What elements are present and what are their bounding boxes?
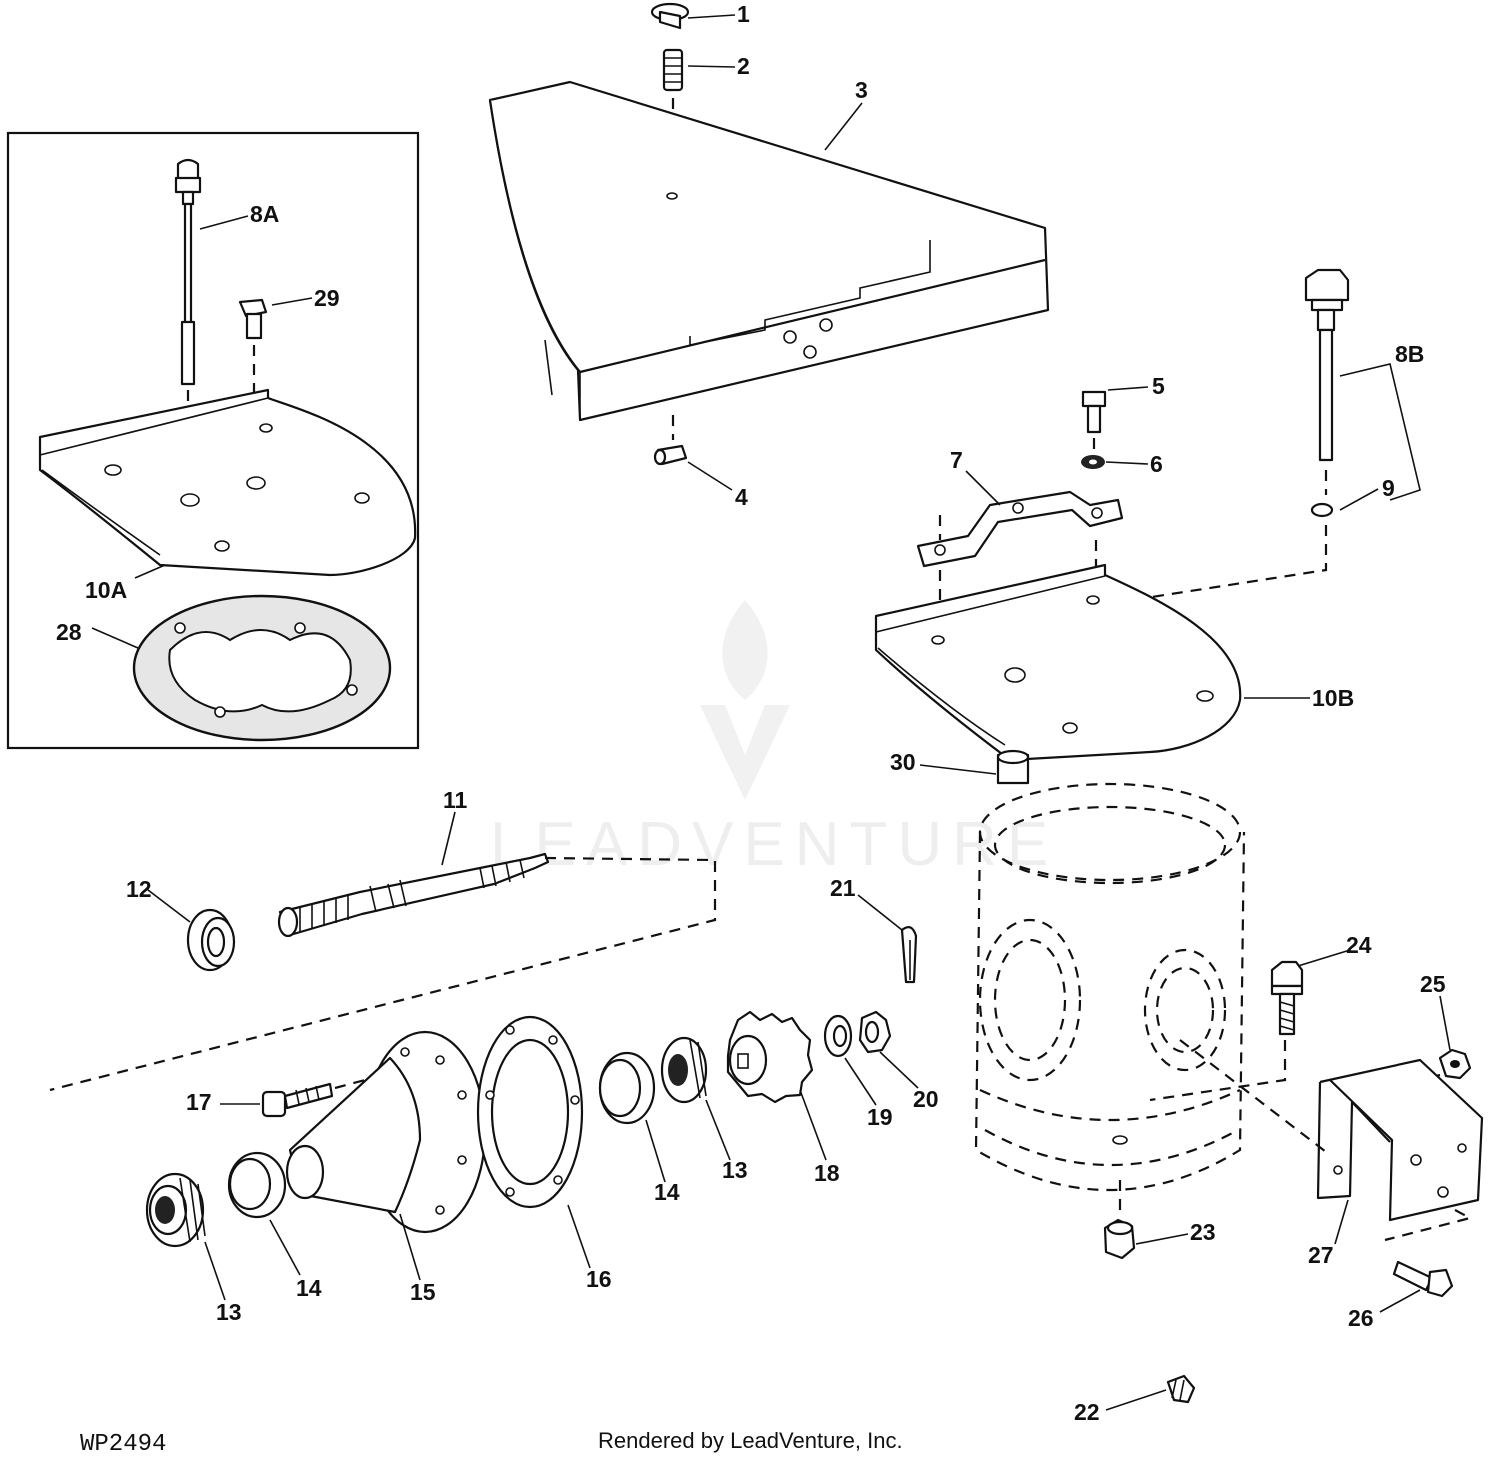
watermark-flame-icon <box>722 600 768 700</box>
watermark-text: LEADVENTURE <box>490 810 1058 879</box>
callout-8b: 8B <box>1395 341 1424 367</box>
knob-1 <box>650 2 690 30</box>
callout-17: 17 <box>186 1089 212 1115</box>
bolt-17 <box>261 1078 366 1118</box>
callout-26: 26 <box>1348 1305 1374 1331</box>
callout-15: 15 <box>410 1279 436 1305</box>
callout-14-right: 14 <box>654 1179 680 1205</box>
callout-3: 3 <box>855 77 868 103</box>
callout-16: 16 <box>586 1266 612 1292</box>
cup-14-right <box>598 1051 656 1125</box>
callout-8a: 8A <box>250 201 279 227</box>
bearing-13-left <box>145 1172 206 1248</box>
callout-12: 12 <box>126 876 152 902</box>
drawing-code: WP2494 <box>80 1431 166 1457</box>
callout-19: 19 <box>867 1104 893 1130</box>
cup-14-left <box>227 1151 287 1219</box>
washer-19 <box>823 1014 853 1058</box>
credit-text: Rendered by LeadVenture, Inc. <box>598 1428 903 1453</box>
gear-18 <box>726 1010 814 1104</box>
bracket-27 <box>1179 1039 1484 1242</box>
callout-20: 20 <box>913 1086 939 1112</box>
plate-10a <box>38 388 417 577</box>
cover-3 <box>488 80 1050 440</box>
callout-13-left: 13 <box>216 1299 242 1325</box>
plug-22 <box>1166 1374 1196 1404</box>
seal-12 <box>186 908 236 972</box>
leader-lines <box>91 14 1451 1411</box>
gasket-28 <box>132 594 392 742</box>
bolt-5 <box>1081 390 1107 455</box>
callout-24: 24 <box>1346 932 1372 958</box>
callout-28: 28 <box>56 619 82 645</box>
washer-6 <box>1081 455 1105 469</box>
gasket-16 <box>476 1015 584 1209</box>
bolt-26 <box>1392 1260 1454 1298</box>
dipstick-8b <box>1304 268 1350 495</box>
bracket-7 <box>916 490 1124 630</box>
callout-22: 22 <box>1074 1399 1100 1425</box>
callout-21: 21 <box>830 875 856 901</box>
nut-20 <box>858 1010 892 1054</box>
callout-25: 25 <box>1420 971 1446 997</box>
bearing-13-right <box>660 1036 708 1104</box>
callout-23: 23 <box>1190 1219 1216 1245</box>
callout-13-right: 13 <box>722 1157 748 1183</box>
callout-10b: 10B <box>1312 685 1354 711</box>
shaft-11 <box>49 852 717 1092</box>
dipstick-8a <box>174 158 202 500</box>
watermark-v-icon <box>700 705 790 800</box>
callout-1: 1 <box>737 1 750 27</box>
callout-27: 27 <box>1308 1242 1334 1268</box>
callout-9: 9 <box>1382 475 1395 501</box>
washer-9 <box>1014 502 1334 642</box>
cotter-pin-21 <box>900 926 918 984</box>
callout-11: 11 <box>443 787 468 813</box>
watermark: LEADVENTURE <box>490 600 1058 879</box>
callout-14-left: 14 <box>296 1275 322 1301</box>
inset-frame <box>6 131 420 750</box>
callout-18: 18 <box>814 1160 840 1186</box>
cone-housing-15 <box>285 1030 487 1234</box>
pin-4 <box>653 444 688 466</box>
callout-7: 7 <box>950 447 963 473</box>
plate-10b <box>874 563 1242 762</box>
callout-4: 4 <box>735 484 748 510</box>
callout-29: 29 <box>314 285 340 311</box>
callout-10a: 10A <box>85 577 127 603</box>
callout-6: 6 <box>1150 451 1163 477</box>
bolt-24 <box>1149 960 1304 1102</box>
callout-5: 5 <box>1152 373 1165 399</box>
gearbox-housing-phantom <box>974 782 1246 1210</box>
spacer-30 <box>996 749 1030 785</box>
callout-30: 30 <box>890 749 916 775</box>
nut-23 <box>1103 1218 1136 1260</box>
callout-2: 2 <box>737 53 750 79</box>
callout-labels: 1 2 3 4 5 6 7 8A 8B 9 10A 10B 11 12 13 1… <box>56 1 1446 1425</box>
